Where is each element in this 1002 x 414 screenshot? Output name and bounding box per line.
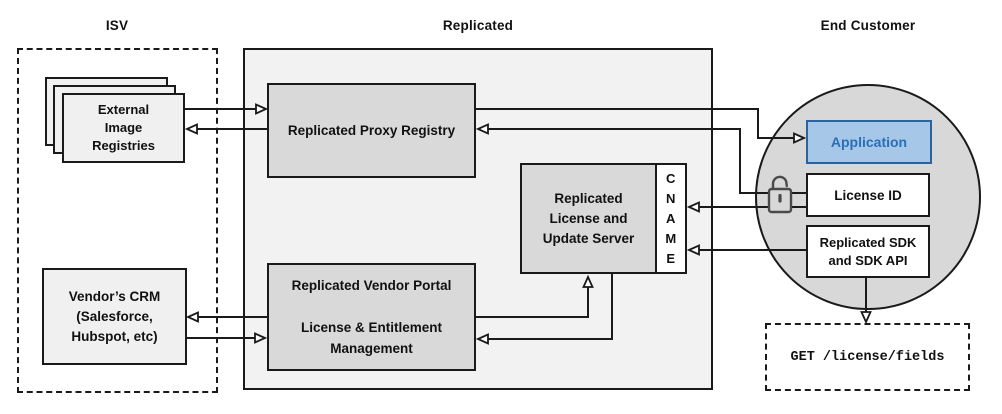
license-id-node: License ID bbox=[806, 173, 930, 217]
cname-node: C N A M E bbox=[655, 163, 687, 274]
get-license-fields-node: GET /license/fields bbox=[765, 323, 970, 391]
replicated-section-label: Replicated bbox=[442, 18, 514, 33]
open-lock-icon bbox=[767, 175, 793, 214]
replicated-vendor-portal-node: Replicated Vendor Portal License & Entit… bbox=[267, 263, 476, 371]
isv-dashed-container bbox=[17, 48, 218, 393]
vendors-crm-node: Vendor’s CRM (Salesforce, Hubspot, etc) bbox=[42, 268, 187, 365]
replicated-proxy-registry-node: Replicated Proxy Registry bbox=[267, 83, 476, 178]
isv-section-label: ISV bbox=[105, 18, 129, 33]
external-image-registries-node: External Image Registries bbox=[62, 93, 185, 163]
replicated-sdk-node: Replicated SDK and SDK API bbox=[806, 225, 930, 278]
replicated-license-update-server-node: Replicated License and Update Server bbox=[520, 163, 657, 274]
end-customer-section-label: End Customer bbox=[820, 18, 916, 33]
application-node: Application bbox=[806, 120, 932, 164]
